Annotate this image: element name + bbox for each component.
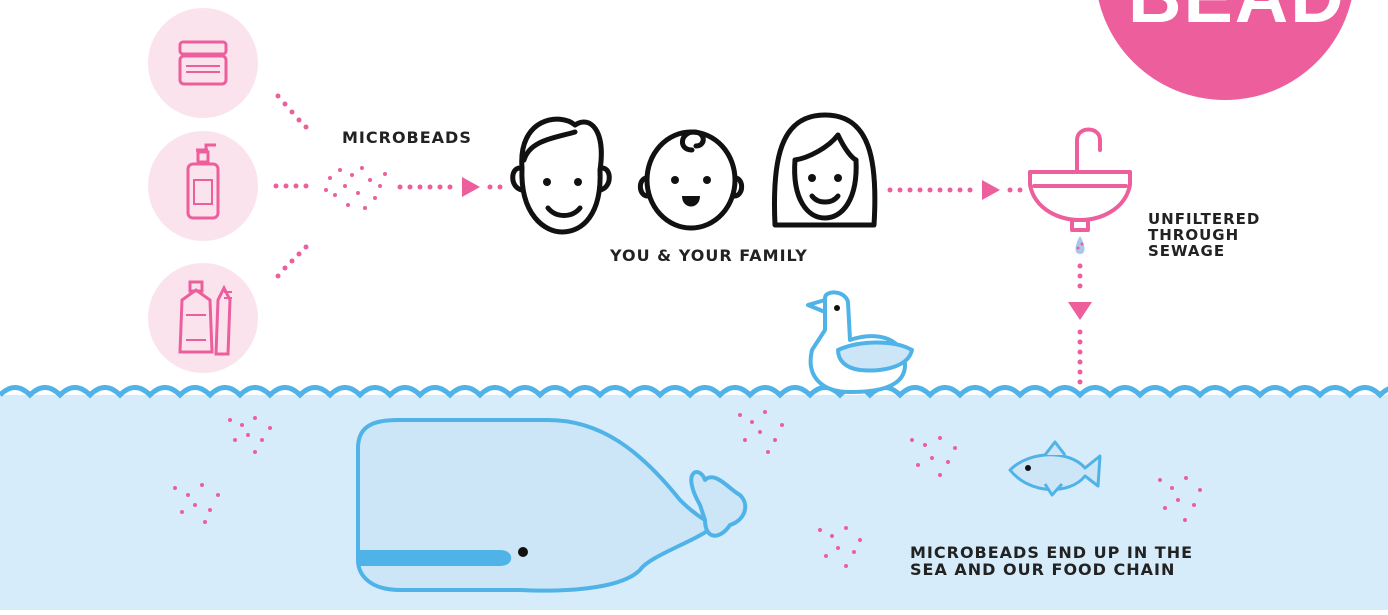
badge-text: BEAD [1128,0,1346,39]
man-face-icon [513,119,610,232]
arrow-to-sink [888,180,1023,200]
family-label: YOU & YOUR FAMILY [610,248,808,265]
sewage-label: UNFILTERED THROUGH SEWAGE [1148,212,1260,259]
microbead-cluster [324,166,387,210]
sewage-arrow [1068,264,1092,385]
microbeads-label: MICROBEADS [342,130,472,147]
pump-bottle-icon [148,131,258,241]
sewage-line-3: SEWAGE [1148,244,1260,260]
cream-jar-icon [148,8,258,118]
sink-icon [1030,130,1130,231]
product-connectors [274,94,309,279]
sea-label: MICROBEADS END UP IN THE SEA AND OUR FOO… [910,545,1193,579]
man-eyes [543,178,582,186]
sea-wave-line [0,388,1388,396]
droplet-icon [1076,236,1085,254]
arrow-to-family [398,177,503,197]
woman-eyes [808,174,842,182]
woman-face-icon [774,115,874,225]
baby-face-icon [640,132,741,228]
sea-line-2: SEA AND OUR FOOD CHAIN [910,562,1193,579]
toothpaste-toothbrush-icon [148,263,258,373]
duck-icon [808,292,912,392]
baby-features [671,176,711,207]
